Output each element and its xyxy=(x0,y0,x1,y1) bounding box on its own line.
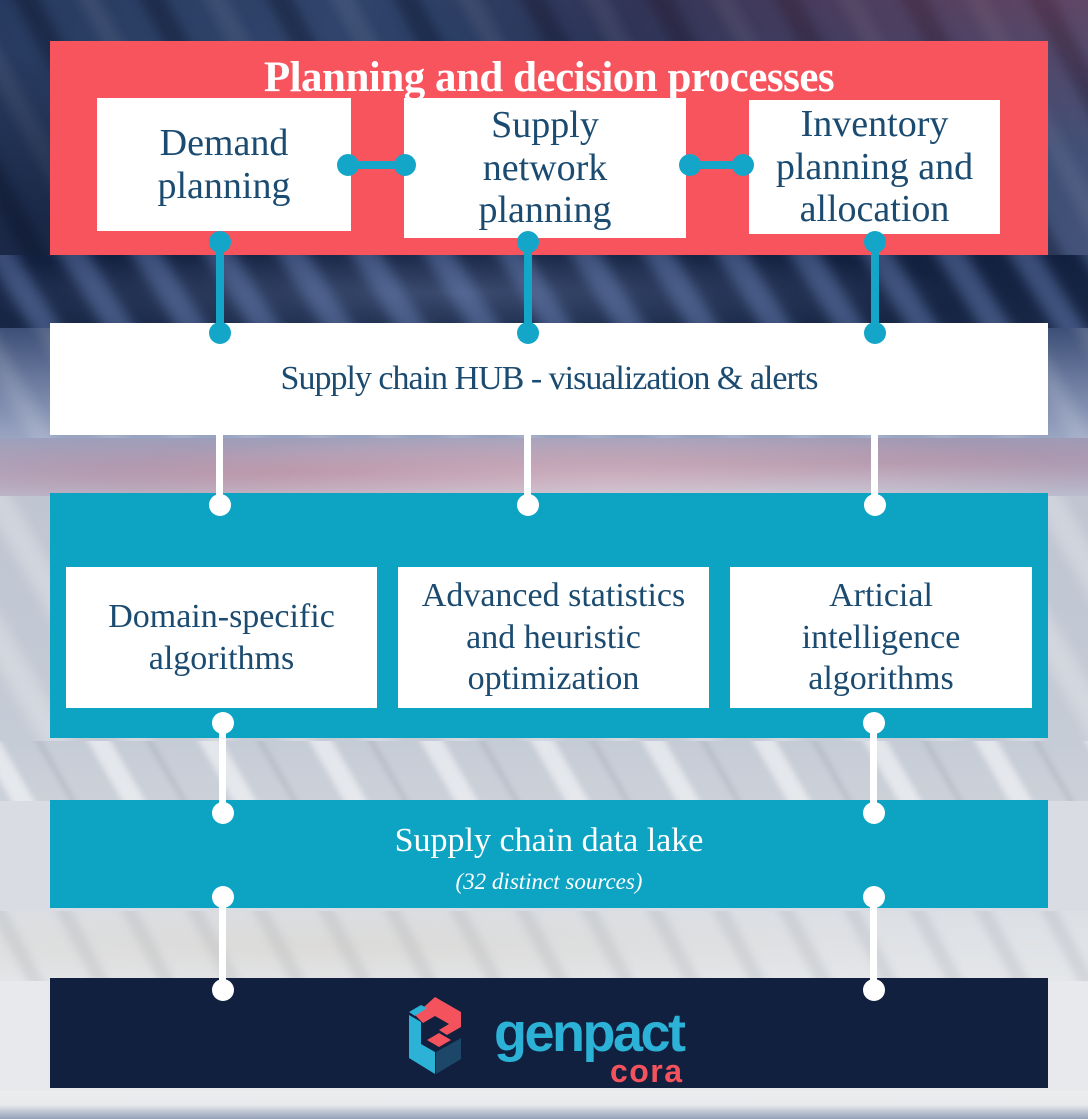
planning-box-demand-label: Demand planning xyxy=(157,121,291,207)
data-lake-title: Supply chain data lake xyxy=(394,822,704,859)
connector-dot xyxy=(209,494,231,516)
background-paper-row-2 xyxy=(0,911,1088,981)
planning-band-title: Planning and decision processes xyxy=(263,54,835,101)
background-tint xyxy=(0,438,1088,496)
connector-dot xyxy=(394,154,416,176)
genpact-logo-mark-icon xyxy=(409,997,461,1074)
background-bottom-strip xyxy=(0,1091,1088,1119)
connector-line xyxy=(871,425,878,505)
connector-line xyxy=(524,425,531,505)
connector-demand-to-supply xyxy=(337,154,416,176)
connector-line xyxy=(219,897,226,990)
connector-line xyxy=(216,242,224,333)
connector-line xyxy=(870,897,877,990)
connector-dot xyxy=(863,802,885,824)
logo-product-text: cora xyxy=(609,1053,684,1089)
connector-demand-to-hub xyxy=(209,231,231,344)
connector-dot xyxy=(517,322,539,344)
connector-dot xyxy=(864,322,886,344)
data-lake-subtitle: (32 distinct sources) xyxy=(455,869,643,894)
background-tint xyxy=(0,255,1088,330)
connector-dot xyxy=(212,979,234,1001)
background-tint xyxy=(0,911,1088,981)
planning-box-supply-network: Supply network planning xyxy=(404,98,686,238)
background-streaks xyxy=(0,255,1088,330)
algorithm-box-artificial-intelligence-label: Articial intelligence algorithms xyxy=(801,577,961,698)
algorithm-box-domain-specific: Domain-specific algorithms xyxy=(66,567,377,708)
connector-inventory-to-hub xyxy=(864,231,886,344)
connector-line xyxy=(216,425,223,505)
connector-supply-to-inventory xyxy=(679,154,754,176)
hub-band-label: Supply chain HUB - visualization & alert… xyxy=(280,360,819,397)
logo-brand-text: genpact xyxy=(494,1003,686,1063)
connector-hub-to-algorithms-right xyxy=(864,425,886,516)
connector-line xyxy=(871,242,879,333)
planning-box-inventory: Inventory planning and allocation xyxy=(749,100,1000,234)
background-streaks xyxy=(0,911,1088,981)
algorithm-box-advanced-statistics-label: Advanced statistics and heuristic optimi… xyxy=(421,577,686,698)
background-bookshelf-row xyxy=(0,255,1088,330)
connector-datalake-to-footer-left xyxy=(212,886,234,1001)
connector-supply-to-hub xyxy=(517,231,539,344)
hub-band: Supply chain HUB - visualization & alert… xyxy=(50,323,1048,435)
algorithm-box-artificial-intelligence: Articial intelligence algorithms xyxy=(730,567,1032,708)
connector-line xyxy=(524,242,532,333)
data-lake-band: Supply chain data lake (32 distinct sour… xyxy=(50,800,1048,908)
connector-line xyxy=(219,723,226,813)
connector-line xyxy=(870,723,877,813)
background-lavender-row xyxy=(0,438,1088,496)
genpact-cora-logo: genpact cora xyxy=(403,996,686,1089)
planning-box-supply-network-label: Supply network planning xyxy=(478,104,612,232)
planning-box-demand: Demand planning xyxy=(97,98,351,231)
connector-algorithms-to-datalake-left xyxy=(212,712,234,824)
algorithm-box-domain-specific-label: Domain-specific algorithms xyxy=(108,598,335,677)
connector-hub-to-algorithms-middle xyxy=(517,425,539,516)
connector-algorithms-to-datalake-right xyxy=(863,712,885,824)
connector-dot xyxy=(517,494,539,516)
connector-dot xyxy=(212,802,234,824)
logo-wordmark: genpact cora xyxy=(494,1003,686,1089)
planning-box-inventory-label: Inventory planning and allocation xyxy=(775,103,974,231)
background-paper-row xyxy=(0,741,1088,801)
connector-dot xyxy=(209,322,231,344)
connector-dot xyxy=(864,494,886,516)
connector-bar xyxy=(348,161,405,169)
connector-dot xyxy=(863,979,885,1001)
background-streaks xyxy=(0,741,1088,801)
connector-dot xyxy=(732,154,754,176)
connector-datalake-to-footer-right xyxy=(863,886,885,1001)
connector-bar xyxy=(690,161,743,169)
connector-hub-to-algorithms-left xyxy=(209,425,231,516)
algorithm-box-advanced-statistics: Advanced statistics and heuristic optimi… xyxy=(398,567,709,708)
